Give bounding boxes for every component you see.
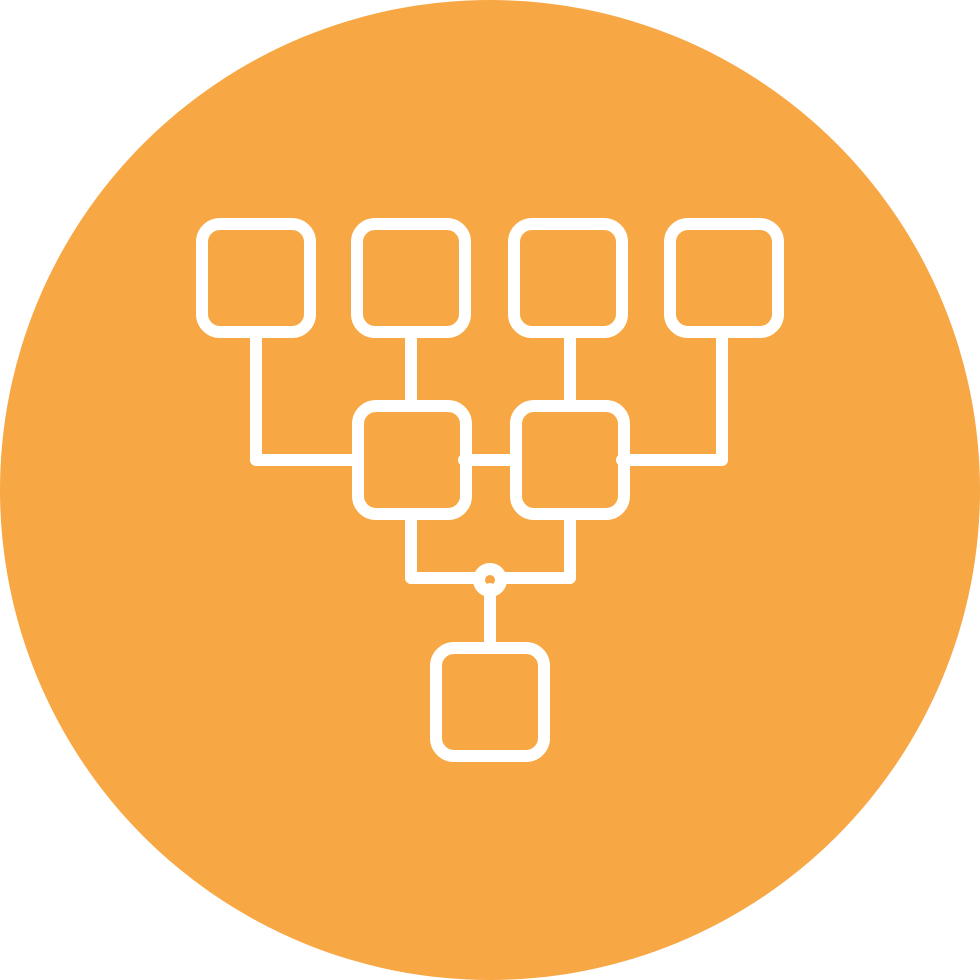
connector-line [250, 330, 364, 466]
connector-line [616, 330, 728, 466]
node-box-top-1 [196, 218, 316, 338]
node-box-top-2 [351, 218, 471, 338]
node-box-middle-1 [352, 400, 472, 520]
node-box-top-3 [508, 218, 628, 338]
junction-node [473, 563, 507, 597]
node-box-bottom [430, 642, 550, 762]
connector-line [405, 508, 485, 584]
node-box-middle-2 [510, 400, 630, 520]
connector-line [495, 508, 576, 584]
node-box-top-4 [664, 218, 784, 338]
